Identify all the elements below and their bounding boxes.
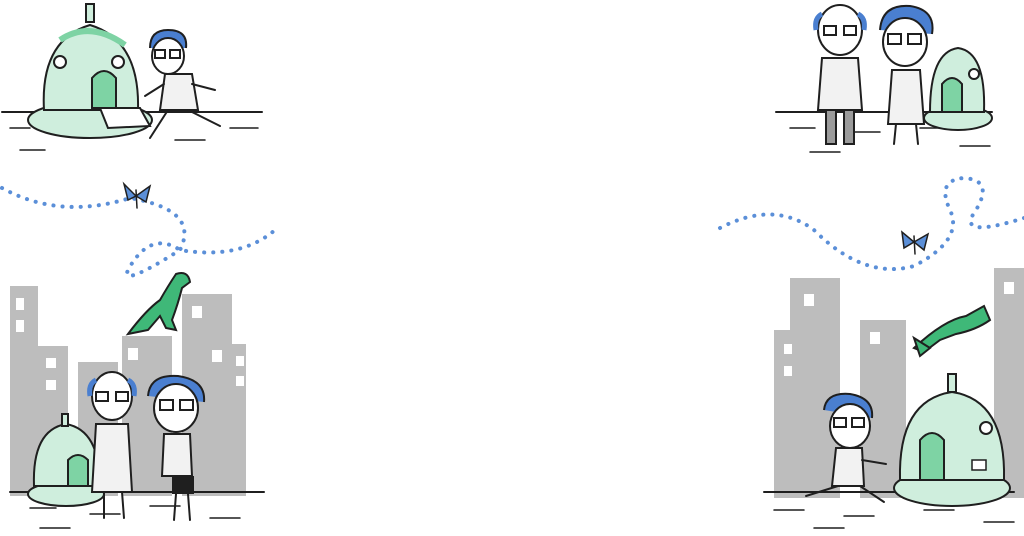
butterfly-icon [122,181,152,209]
dome-house [27,3,153,139]
young-scientist-running [144,28,221,139]
dome-house [893,373,1011,507]
dome-house [27,413,105,507]
dinosaur [125,272,192,336]
scene-bottom-left [0,170,290,536]
old-scientist [87,371,137,519]
scene-bottom-right [714,170,1024,536]
dome-house [923,46,993,131]
ground-marks [789,127,991,153]
ground-marks [773,509,1015,529]
scene-top-left [0,0,270,160]
scene-top-right [770,0,1024,160]
dotted-trail [718,175,1024,271]
young-scientist [147,374,206,521]
ground-marks [29,505,241,529]
young-scientist-running [805,392,887,503]
young-scientist [879,4,934,145]
old-scientist [813,4,867,145]
dotted-trail [0,186,277,278]
dinosaur-falling [912,304,992,358]
butterfly-icon [901,230,930,255]
